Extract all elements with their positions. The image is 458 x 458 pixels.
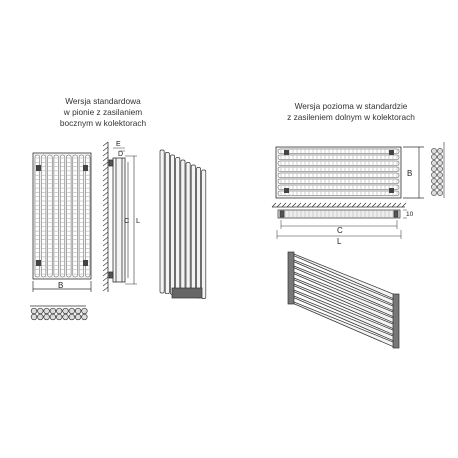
tube-section bbox=[37, 313, 44, 321]
tube-section bbox=[437, 154, 443, 160]
tube-section bbox=[431, 154, 437, 160]
tube bbox=[66, 154, 72, 278]
caption-line: Wersja pozioma w standardzie bbox=[294, 101, 408, 111]
dimension-label-c: C bbox=[124, 216, 130, 225]
horizontal-front-view bbox=[275, 146, 402, 199]
tube-section bbox=[68, 307, 75, 315]
tube bbox=[277, 172, 400, 178]
dimension-label-e: E bbox=[116, 141, 121, 148]
caption-line: w pionie z zasilaniem bbox=[63, 107, 143, 117]
collector bbox=[171, 287, 203, 299]
tube bbox=[47, 154, 53, 278]
tube-section bbox=[30, 313, 38, 321]
tube-section bbox=[437, 160, 443, 166]
caption-line: Wersja standardowa bbox=[65, 96, 141, 106]
tube bbox=[201, 169, 207, 299]
dimension-label-c-right: C bbox=[337, 226, 343, 235]
tube bbox=[185, 162, 191, 297]
tube-section bbox=[437, 166, 443, 172]
horizontal-side-view bbox=[431, 142, 445, 198]
tube bbox=[277, 166, 400, 172]
horizontal-top-view bbox=[271, 202, 407, 239]
dimension-b-left bbox=[32, 281, 92, 292]
caption-line: z zasileniem dolnym w kolektorach bbox=[287, 112, 415, 122]
dimension-label-b-right: B bbox=[407, 169, 412, 178]
vertical-side-view bbox=[102, 141, 137, 292]
tube bbox=[180, 159, 186, 297]
tube bbox=[196, 167, 201, 299]
tube-section bbox=[74, 307, 82, 315]
tube-section bbox=[431, 184, 437, 190]
tube-section bbox=[437, 184, 443, 190]
tube-section bbox=[56, 313, 63, 321]
tube bbox=[164, 152, 170, 295]
tube-section bbox=[431, 148, 437, 154]
dimension-label-10: 10 bbox=[406, 211, 414, 218]
tube-section bbox=[81, 307, 88, 315]
tube bbox=[170, 154, 175, 295]
tube bbox=[277, 184, 400, 190]
tube-section bbox=[431, 160, 437, 166]
tube bbox=[277, 178, 400, 184]
dimension-b-right bbox=[403, 146, 424, 199]
tube bbox=[85, 154, 91, 278]
tube-section bbox=[43, 307, 50, 315]
tube bbox=[41, 154, 47, 278]
vertical-front-view bbox=[32, 152, 92, 280]
tube-section bbox=[68, 313, 75, 321]
vertical-isometric-view bbox=[159, 149, 207, 299]
vertical-top-view bbox=[30, 305, 88, 321]
tube-section bbox=[62, 307, 69, 315]
dimension-label-l: L bbox=[136, 216, 140, 225]
tube-section bbox=[49, 307, 57, 315]
tube-section bbox=[431, 172, 437, 178]
tube bbox=[175, 157, 181, 296]
horizontal-isometric-view bbox=[287, 251, 400, 349]
dimension-label-d: D bbox=[118, 151, 123, 158]
tube-section bbox=[43, 313, 50, 321]
tube-section bbox=[74, 313, 82, 321]
tube bbox=[277, 154, 400, 160]
dimension-label-l-right: L bbox=[337, 237, 342, 246]
tube-section bbox=[437, 148, 443, 154]
tube-section bbox=[431, 190, 437, 196]
collector bbox=[392, 293, 400, 349]
tube-section bbox=[62, 313, 69, 321]
collector bbox=[287, 251, 295, 305]
tube bbox=[277, 190, 400, 196]
tube-section bbox=[437, 172, 443, 178]
tube bbox=[277, 160, 400, 166]
tube-section bbox=[437, 178, 443, 184]
dimension-label-b: B bbox=[58, 281, 63, 290]
tube bbox=[277, 148, 400, 154]
tube bbox=[159, 149, 165, 294]
tube bbox=[34, 154, 40, 278]
tube-section bbox=[49, 313, 57, 321]
tube bbox=[78, 154, 84, 278]
tube bbox=[59, 154, 66, 278]
tube-section bbox=[81, 313, 88, 321]
caption-line: bocznym w kolektorach bbox=[59, 118, 147, 128]
tube-section bbox=[30, 307, 38, 315]
tube-section bbox=[437, 190, 443, 196]
tube-section bbox=[431, 166, 437, 172]
tube-section bbox=[56, 307, 63, 315]
tube-section bbox=[37, 307, 44, 315]
tube bbox=[190, 164, 196, 298]
tube bbox=[72, 154, 78, 278]
tube bbox=[53, 154, 59, 278]
tube-section bbox=[431, 178, 437, 184]
caption-horizontal-version: Wersja pozioma w standardzie z zasilenie… bbox=[276, 101, 426, 123]
caption-vertical-version: Wersja standardowa w pionie z zasilaniem… bbox=[48, 96, 158, 129]
